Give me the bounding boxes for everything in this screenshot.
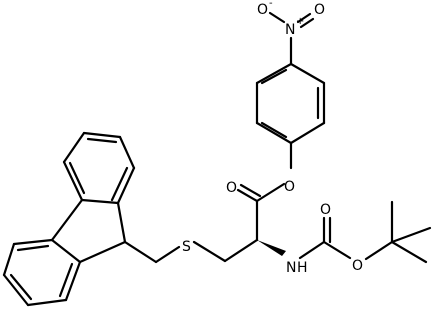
boc-group: O O <box>298 200 432 274</box>
nitro-o-right-label: O <box>314 2 325 18</box>
nitro-o-top-label: O <box>257 2 268 18</box>
nitro-group: N + O - O <box>257 0 325 66</box>
sulfur-label: S <box>182 239 191 255</box>
stereo-wedge <box>257 240 286 256</box>
backbone: S N H <box>123 238 308 276</box>
ester-o-carbonyl-label: O <box>226 180 237 196</box>
amide-n-label: N <box>286 260 296 276</box>
nitro-n-label: N <box>285 22 295 38</box>
ester-group: O O <box>226 141 295 242</box>
nitrophenyl-ring <box>255 62 326 145</box>
boc-o-link-label: O <box>352 258 363 274</box>
fluorenyl-group <box>2 131 136 307</box>
boc-o-carbonyl-label: O <box>320 202 331 218</box>
amide-h-label: H <box>297 260 308 276</box>
ester-o-link-label: O <box>284 179 295 195</box>
nitro-o-top-charge: - <box>269 0 273 9</box>
